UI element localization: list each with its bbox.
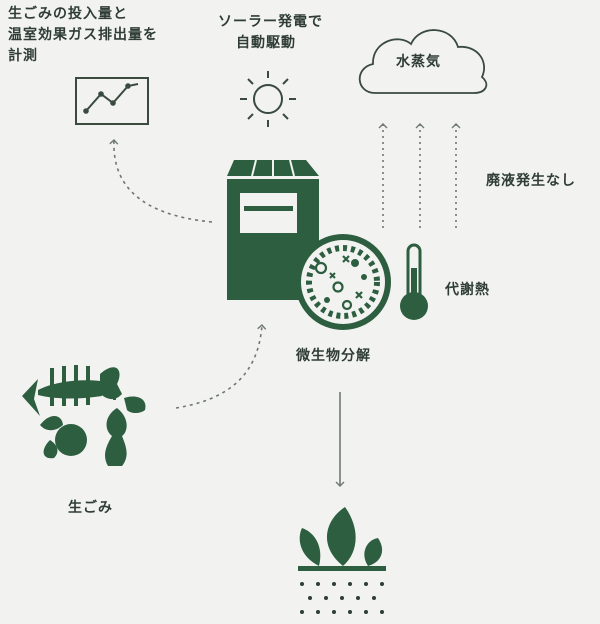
- microbial-decomposition-label: 微生物分解: [296, 348, 371, 364]
- vegetable-icon: [40, 415, 87, 459]
- food-waste-label: 生ごみ: [68, 500, 113, 516]
- vapor-arrows: [378, 123, 461, 228]
- measure-label-line2: 温室効果ガス排出量を: [8, 27, 158, 43]
- flow-arrow-to-monitor: [109, 139, 213, 223]
- thermometer-icon: [400, 243, 428, 320]
- sun-icon: [240, 71, 296, 127]
- sprout-icon: [298, 507, 386, 571]
- cloud-icon: [358, 29, 488, 94]
- fish-bone-icon: [22, 365, 122, 416]
- flow-arrow-to-machine: [175, 324, 267, 409]
- metabolic-heat-label: 代謝熱: [445, 282, 490, 298]
- chart-monitor-icon: [75, 77, 149, 125]
- soil-dots: [300, 582, 384, 614]
- measure-label-line1: 生ごみの投入量と: [8, 6, 128, 22]
- solar-label-line1: ソーラー発電で: [218, 14, 323, 30]
- apple-core-icon: [105, 388, 146, 466]
- solar-label-line2: 自動駆動: [236, 35, 296, 51]
- measure-label-line3: 計測: [8, 48, 38, 64]
- no-waste-liquid-label: 廃液発生なし: [486, 173, 576, 189]
- vapor-label: 水蒸気: [396, 54, 441, 70]
- microbe-dish-icon: [295, 234, 391, 330]
